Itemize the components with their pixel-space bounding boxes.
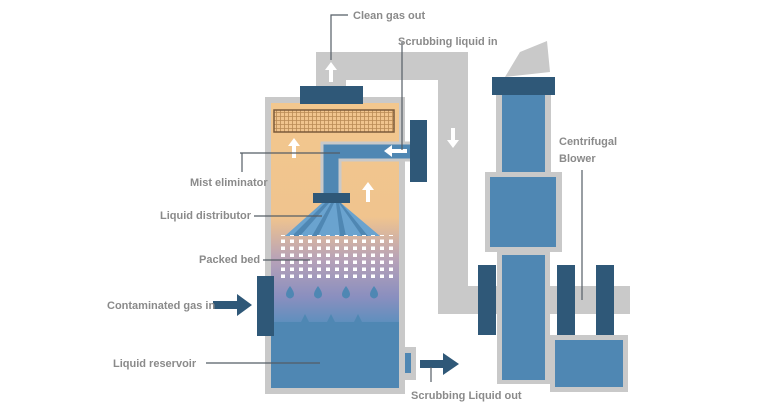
label-liquid-distributor: Liquid distributor xyxy=(160,210,252,222)
up-arrow-icon xyxy=(288,138,300,158)
label-liquid-reservoir: Liquid reservoir xyxy=(113,358,197,370)
up-arrow-icon xyxy=(362,182,374,202)
label-clean-gas-out: Clean gas out xyxy=(353,10,425,22)
down-arrow-icon xyxy=(447,128,459,148)
scrubber-tower xyxy=(257,62,459,394)
droplet xyxy=(286,286,294,299)
up-arrow-icon xyxy=(325,62,337,82)
droplet xyxy=(370,286,378,299)
outlet-cap xyxy=(300,86,363,104)
left-arrow-icon xyxy=(384,145,407,157)
label-centrifugal: Centrifugal xyxy=(559,136,617,148)
stack-body xyxy=(502,95,545,175)
label-scrubbing-liquid-in: Scrubbing liquid in xyxy=(398,36,498,48)
liquid-outlet-port xyxy=(405,353,411,373)
stack-cap xyxy=(492,77,555,95)
droplet xyxy=(342,286,350,299)
mist-eliminator xyxy=(273,109,395,133)
inlet-flange xyxy=(478,265,496,335)
label-scrubbing-liquid-out: Scrubbing Liquid out xyxy=(411,390,522,402)
gas-flow-arrows xyxy=(288,62,459,202)
centrifugal-blower xyxy=(478,41,628,392)
gas-inlet-flange xyxy=(257,276,274,336)
rain-cap xyxy=(505,41,550,77)
spray-rays xyxy=(292,203,368,236)
liquid-out-arrow-icon xyxy=(420,353,459,375)
motor-base xyxy=(555,340,623,387)
contaminated-gas-arrow-icon xyxy=(213,294,252,316)
liquid-inlet-valve xyxy=(410,120,427,182)
droplet xyxy=(314,286,322,299)
blower-housing xyxy=(490,177,556,247)
blower-column xyxy=(502,255,545,380)
liquid-droplets xyxy=(286,286,378,299)
liquid-reservoir xyxy=(271,322,399,388)
packed-bed xyxy=(277,235,397,278)
distributor-head xyxy=(313,193,350,203)
label-packed-bed: Packed bed xyxy=(199,254,260,266)
label-contaminated-gas-in: Contaminated gas in xyxy=(107,300,215,312)
leader-lines xyxy=(206,14,583,382)
liquid-surface-waves xyxy=(271,314,399,330)
label-blower: Blower xyxy=(559,153,596,165)
right-vertical-duct xyxy=(438,52,468,314)
label-mist-eliminator: Mist eliminator xyxy=(190,177,268,189)
motor-flange-left xyxy=(557,265,575,335)
motor-flange-right xyxy=(596,265,614,335)
